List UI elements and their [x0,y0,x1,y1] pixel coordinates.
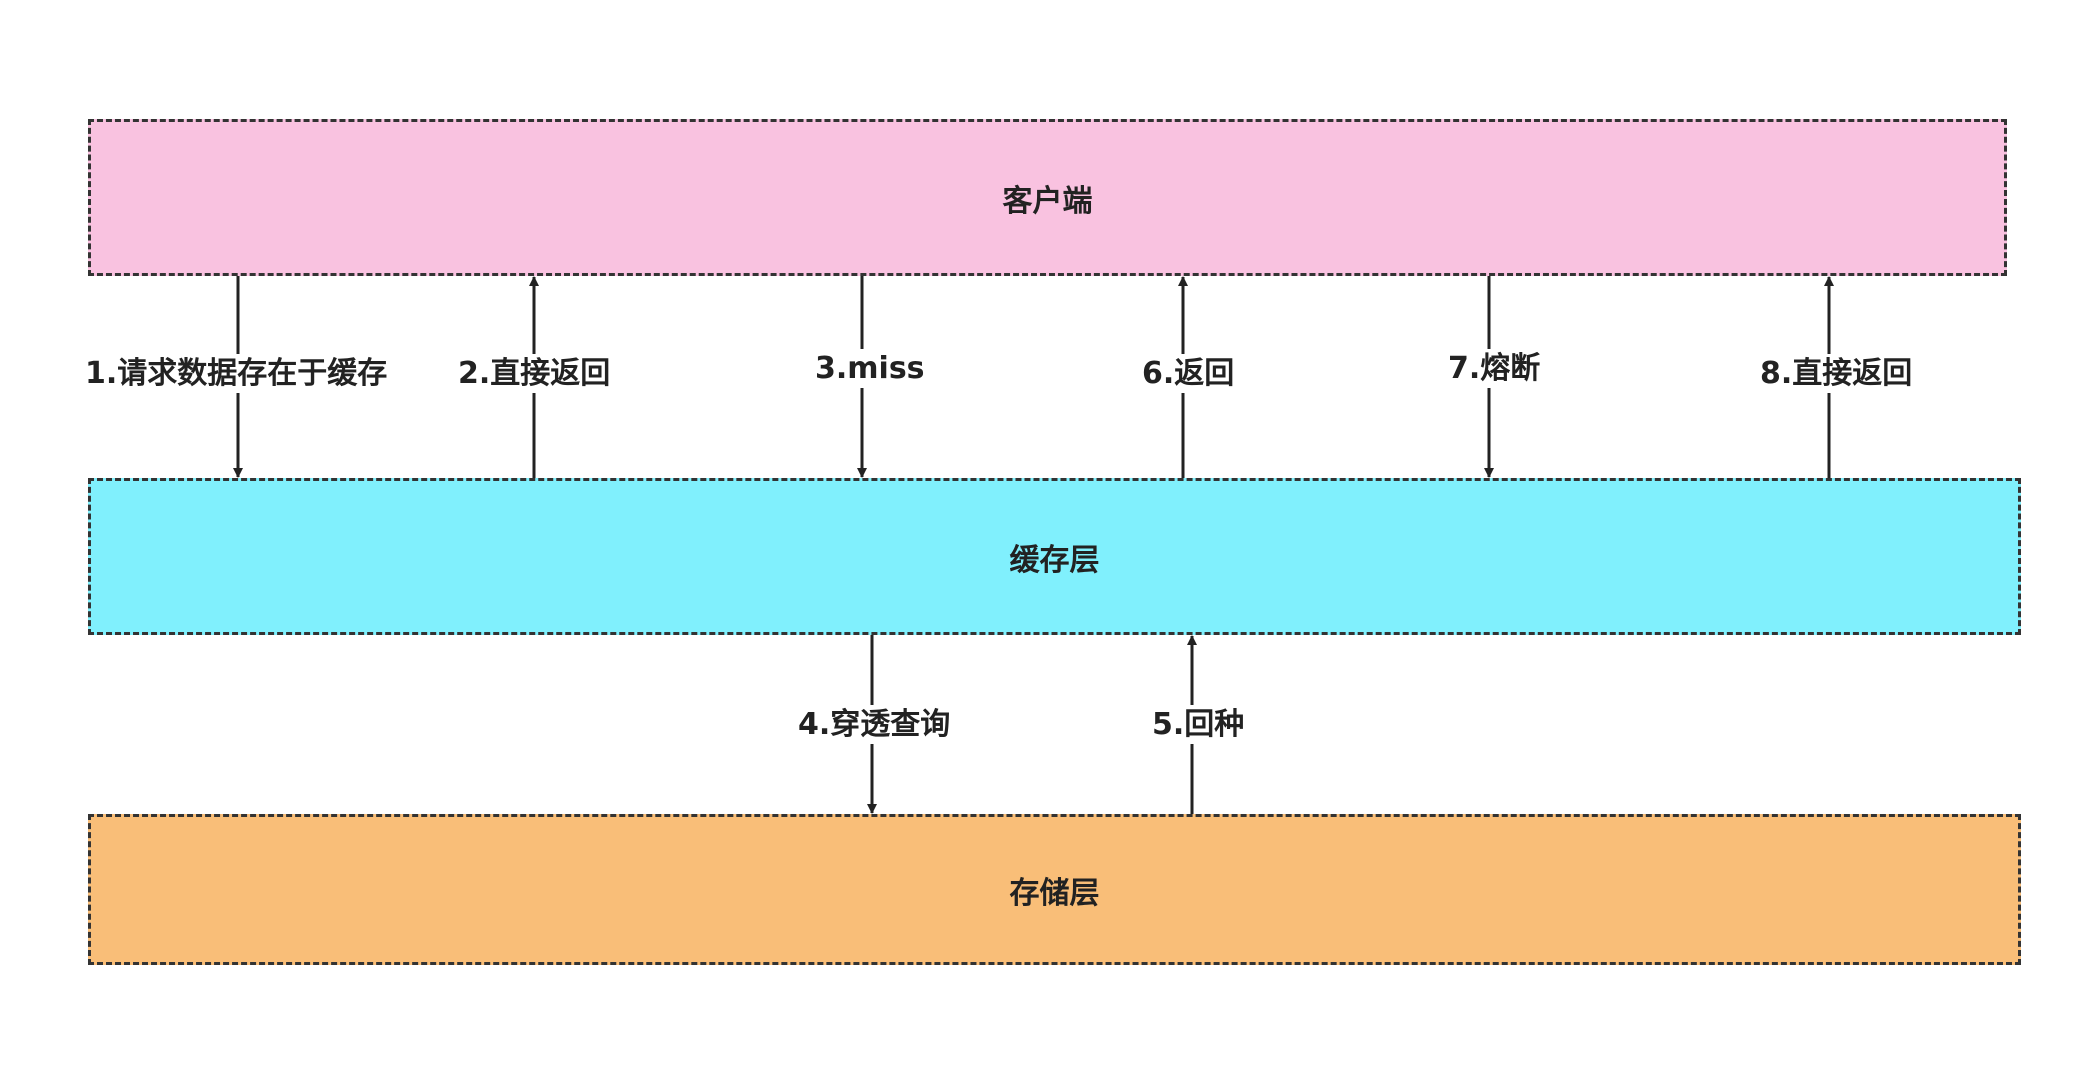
arrow-label-background [1756,354,1917,393]
flow-arrow: 4.穿透查询 [794,635,955,814]
flow-arrow: 8.直接返回 [1756,276,1917,478]
arrow-label-background [811,349,929,388]
arrow-label: 2.直接返回 [458,356,610,391]
arrow-label-background [1138,354,1239,393]
arrow-label: 3.miss [815,351,925,386]
arrow-label: 5.回种 [1152,707,1244,742]
flow-arrow: 3.miss [811,276,929,478]
arrow-label-background [454,354,615,393]
cache-layer-label: 缓存层 [1009,542,1100,578]
arrow-label-background [1148,705,1249,744]
arrow-label: 8.直接返回 [1760,356,1912,391]
arrow-label-background [81,354,392,393]
arrow-label: 1.请求数据存在于缓存 [85,356,387,391]
storage-layer: 存储层 [88,814,2021,965]
client-layer-label: 客户端 [1002,183,1093,219]
flow-arrow: 5.回种 [1148,635,1249,814]
flow-arrow: 2.直接返回 [454,276,615,478]
arrow-label-background [1444,349,1545,388]
cache-layer: 缓存层 [88,478,2021,635]
flow-arrow: 7.熔断 [1444,276,1545,478]
flow-arrow: 1.请求数据存在于缓存 [81,276,392,478]
client-layer: 客户端 [88,119,2007,276]
arrow-label: 4.穿透查询 [798,707,950,742]
flow-arrow: 6.返回 [1138,276,1239,478]
arrow-label: 7.熔断 [1448,351,1540,386]
arrow-label: 6.返回 [1142,356,1234,391]
storage-layer-label: 存储层 [1009,875,1100,911]
arrow-label-background [794,705,955,744]
